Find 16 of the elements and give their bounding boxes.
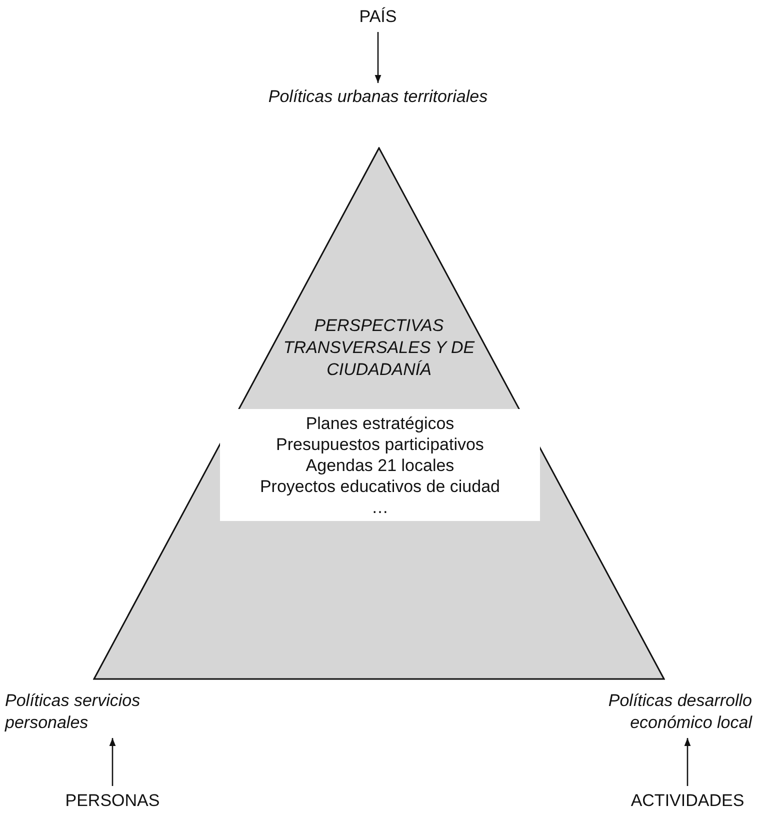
list-panel bbox=[220, 409, 540, 521]
caption-text: Políticas servicios personales bbox=[5, 690, 195, 734]
label-text: PERSONAS bbox=[50, 790, 175, 812]
heading-text: PERSPECTIVAS TRANSVERSALES Y DE CIUDADANÍA bbox=[282, 315, 476, 381]
list-item: Presupuestos participativos bbox=[276, 434, 484, 455]
arrow bbox=[374, 32, 382, 83]
arrow bbox=[684, 738, 691, 786]
list-item: Agendas 21 locales bbox=[306, 455, 454, 476]
label-text: ACTIVIDADES bbox=[625, 790, 750, 812]
list-item: Proyectos educativos de ciudad bbox=[260, 476, 500, 497]
arrow bbox=[109, 738, 116, 786]
caption-text: Políticas urbanas territoriales bbox=[253, 86, 503, 108]
list-item: Planes estratégicos bbox=[306, 413, 454, 434]
caption-text: Políticas desarrollo económico local bbox=[555, 690, 752, 734]
list-item: … bbox=[372, 497, 388, 518]
label-text: PAÍS bbox=[328, 6, 428, 28]
